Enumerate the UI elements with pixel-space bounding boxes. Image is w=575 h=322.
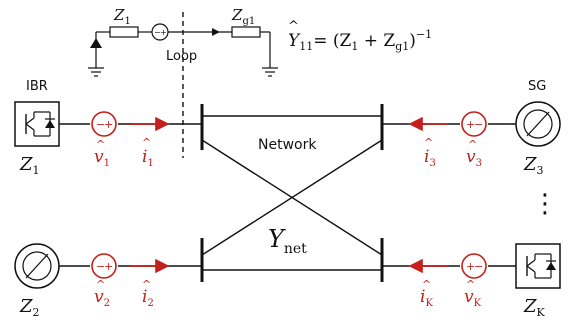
ik-label: iK: [420, 287, 433, 309]
ground-icon-left: [88, 67, 104, 77]
svg-text:^: ^: [466, 278, 475, 291]
v2-label: v2: [94, 287, 110, 309]
source-v1: − + v1 ^: [91, 111, 117, 169]
svg-text:+: +: [104, 260, 113, 273]
i2-label: i2: [142, 287, 154, 309]
svg-text:^: ^: [142, 136, 151, 149]
svg-text:−: −: [96, 118, 105, 131]
ibr-label: IBR: [26, 79, 48, 94]
svg-text:^: ^: [288, 19, 299, 34]
zg1-impedance-box: [231, 26, 261, 38]
network-label: Network: [258, 137, 317, 153]
svg-text:+: +: [160, 28, 167, 37]
inset-circuit: − + Z1 Zg1 Loop Y11= (Z1 + Zg1)−1 ^: [88, 6, 432, 77]
svg-text:^: ^: [422, 278, 431, 291]
inset-zg1-label: Zg1: [231, 6, 255, 27]
inset-z1-label: Z1: [113, 6, 131, 27]
loop-label: Loop: [166, 49, 197, 64]
i1-label: i1: [142, 147, 154, 169]
voltage-source-icon: [91, 253, 117, 279]
svg-text:^: ^: [424, 136, 433, 149]
svg-text:−: −: [474, 260, 483, 273]
z1-impedance-box: [109, 26, 139, 38]
ibr-device-k: ZK: [515, 243, 561, 319]
ground-icon-right: [262, 67, 278, 77]
voltage-source-icon: [91, 111, 117, 137]
ynet-label: Ynet: [268, 225, 307, 257]
source-vk: + − vK ^: [461, 253, 487, 309]
network-block: Network Ynet: [200, 104, 384, 282]
svg-text:^: ^: [96, 138, 105, 151]
sg-device-2: Z2: [14, 243, 60, 319]
svg-text:^: ^: [96, 278, 105, 291]
svg-text:−: −: [154, 28, 161, 37]
voltage-source-icon: [461, 253, 487, 279]
sg-label: SG: [528, 79, 546, 94]
source-v3: + − v3 ^: [461, 111, 487, 169]
sg-device-3: SG Z3: [515, 79, 561, 177]
svg-text:+: +: [466, 118, 475, 131]
svg-text:^: ^: [468, 138, 477, 151]
ibr-device-1: IBR Z1: [14, 79, 60, 177]
svg-text:−: −: [474, 118, 483, 131]
formula: Y11= (Z1 + Zg1)−1: [288, 28, 432, 53]
z3-label: Z3: [523, 154, 544, 177]
svg-text:^: ^: [142, 278, 151, 291]
svg-text:−: −: [96, 260, 105, 273]
i3-label: i3: [424, 147, 436, 169]
zk-label: ZK: [523, 296, 546, 319]
z2-label: Z2: [19, 296, 40, 319]
vk-label: vK: [464, 287, 482, 309]
voltage-source-icon: [461, 111, 487, 137]
svg-text:+: +: [104, 118, 113, 131]
source-v2: − + v2 ^: [91, 253, 117, 309]
svg-text:+: +: [466, 260, 475, 273]
ellipsis: ⋮: [532, 189, 558, 219]
v1-label: v1: [94, 147, 110, 169]
v3-label: v3: [466, 147, 482, 169]
z1-label: Z1: [19, 154, 40, 177]
